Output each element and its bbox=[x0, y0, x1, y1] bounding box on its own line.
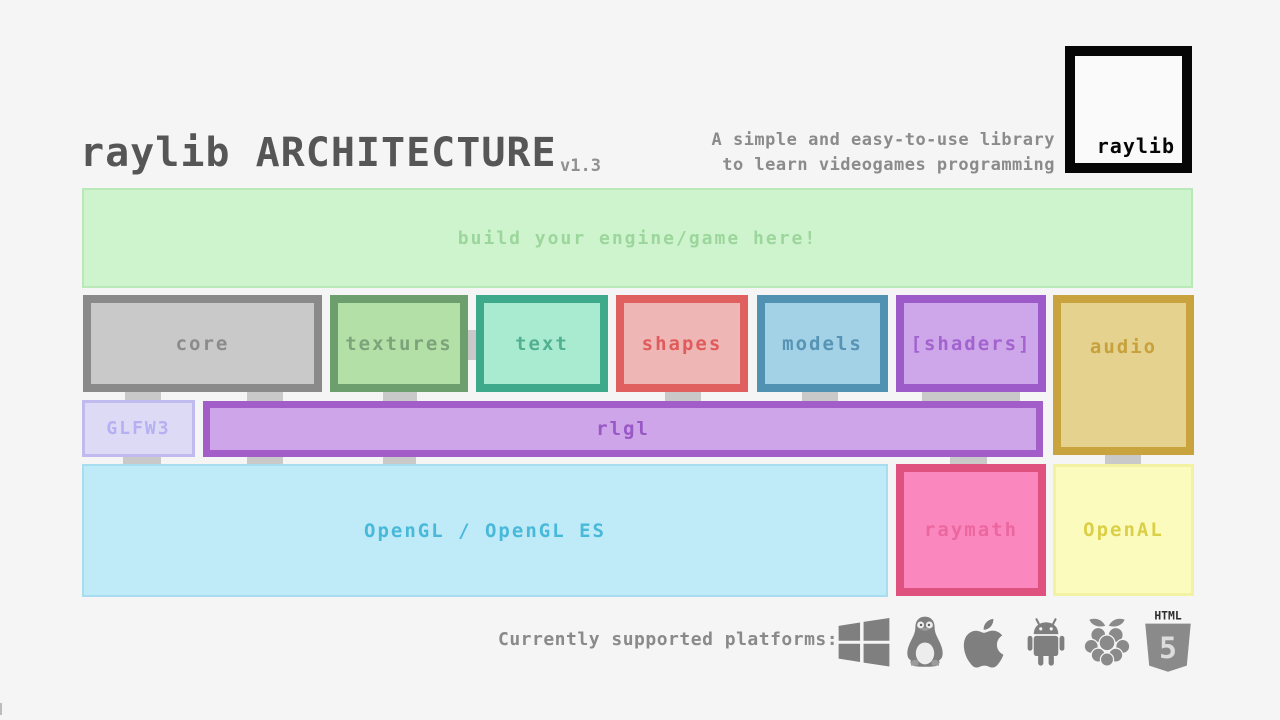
openal-box: OpenAL bbox=[1053, 464, 1194, 596]
opengl-label: OpenGL / OpenGL ES bbox=[364, 519, 606, 542]
linux-tux-icon bbox=[897, 606, 953, 678]
rlgl-label: rlgl bbox=[596, 418, 650, 440]
connector bbox=[1105, 455, 1141, 464]
version-label: v1.3 bbox=[560, 156, 601, 176]
connector bbox=[665, 392, 701, 401]
html5-icon-number: 5 bbox=[1159, 630, 1177, 665]
engine-box-label: build your engine/game here! bbox=[457, 227, 818, 249]
module-audio-label: audio bbox=[1089, 336, 1158, 358]
openal-label: OpenAL bbox=[1083, 519, 1164, 541]
platform-icons: HTML 5 bbox=[836, 604, 1196, 679]
raymath-box: raymath bbox=[896, 464, 1046, 596]
connector bbox=[383, 392, 417, 401]
glfw3-box: GLFW3 bbox=[82, 400, 195, 457]
raylib-logo: raylib bbox=[1065, 46, 1192, 173]
module-text: text bbox=[476, 295, 608, 392]
page-title: raylib ARCHITECTURE bbox=[80, 130, 557, 176]
module-shaders: [shaders] bbox=[896, 295, 1046, 392]
module-textures: textures bbox=[330, 295, 468, 392]
connector bbox=[950, 457, 987, 464]
module-audio: audio bbox=[1053, 295, 1194, 455]
module-models: models bbox=[757, 295, 888, 392]
connector bbox=[125, 392, 161, 401]
connector bbox=[922, 392, 1020, 401]
module-textures-label: textures bbox=[345, 332, 453, 355]
tagline-line-1: A simple and easy-to-use library bbox=[711, 130, 1055, 150]
rlgl-box: rlgl bbox=[203, 401, 1043, 457]
module-shapes: shapes bbox=[616, 295, 748, 392]
module-shapes-label: shapes bbox=[641, 332, 723, 355]
module-text-label: text bbox=[515, 332, 569, 355]
opengl-box: OpenGL / OpenGL ES bbox=[82, 464, 888, 597]
connector bbox=[383, 457, 416, 464]
engine-box: build your engine/game here! bbox=[82, 188, 1193, 288]
tagline-line-2: to learn videogames programming bbox=[722, 155, 1055, 175]
raymath-label: raymath bbox=[923, 519, 1019, 541]
html5-icon: HTML 5 bbox=[1140, 606, 1196, 678]
windows-icon bbox=[836, 606, 892, 678]
connector bbox=[247, 392, 283, 401]
module-models-label: models bbox=[782, 332, 863, 355]
module-core: core bbox=[83, 295, 322, 392]
android-icon bbox=[1018, 606, 1074, 678]
apple-icon bbox=[958, 606, 1014, 678]
raspberry-pi-icon bbox=[1079, 606, 1135, 678]
module-shaders-label: [shaders] bbox=[910, 332, 1032, 355]
connector bbox=[123, 457, 161, 464]
edge-artifact bbox=[0, 703, 2, 715]
module-core-label: core bbox=[175, 332, 230, 355]
connector bbox=[247, 457, 283, 464]
raylib-logo-label: raylib bbox=[1096, 134, 1175, 158]
platforms-label: Currently supported platforms: bbox=[498, 629, 839, 650]
connector bbox=[802, 392, 838, 401]
html5-icon-text: HTML bbox=[1154, 608, 1182, 622]
tagline: A simple and easy-to-use library to lear… bbox=[711, 128, 1055, 178]
glfw3-label: GLFW3 bbox=[106, 418, 171, 439]
